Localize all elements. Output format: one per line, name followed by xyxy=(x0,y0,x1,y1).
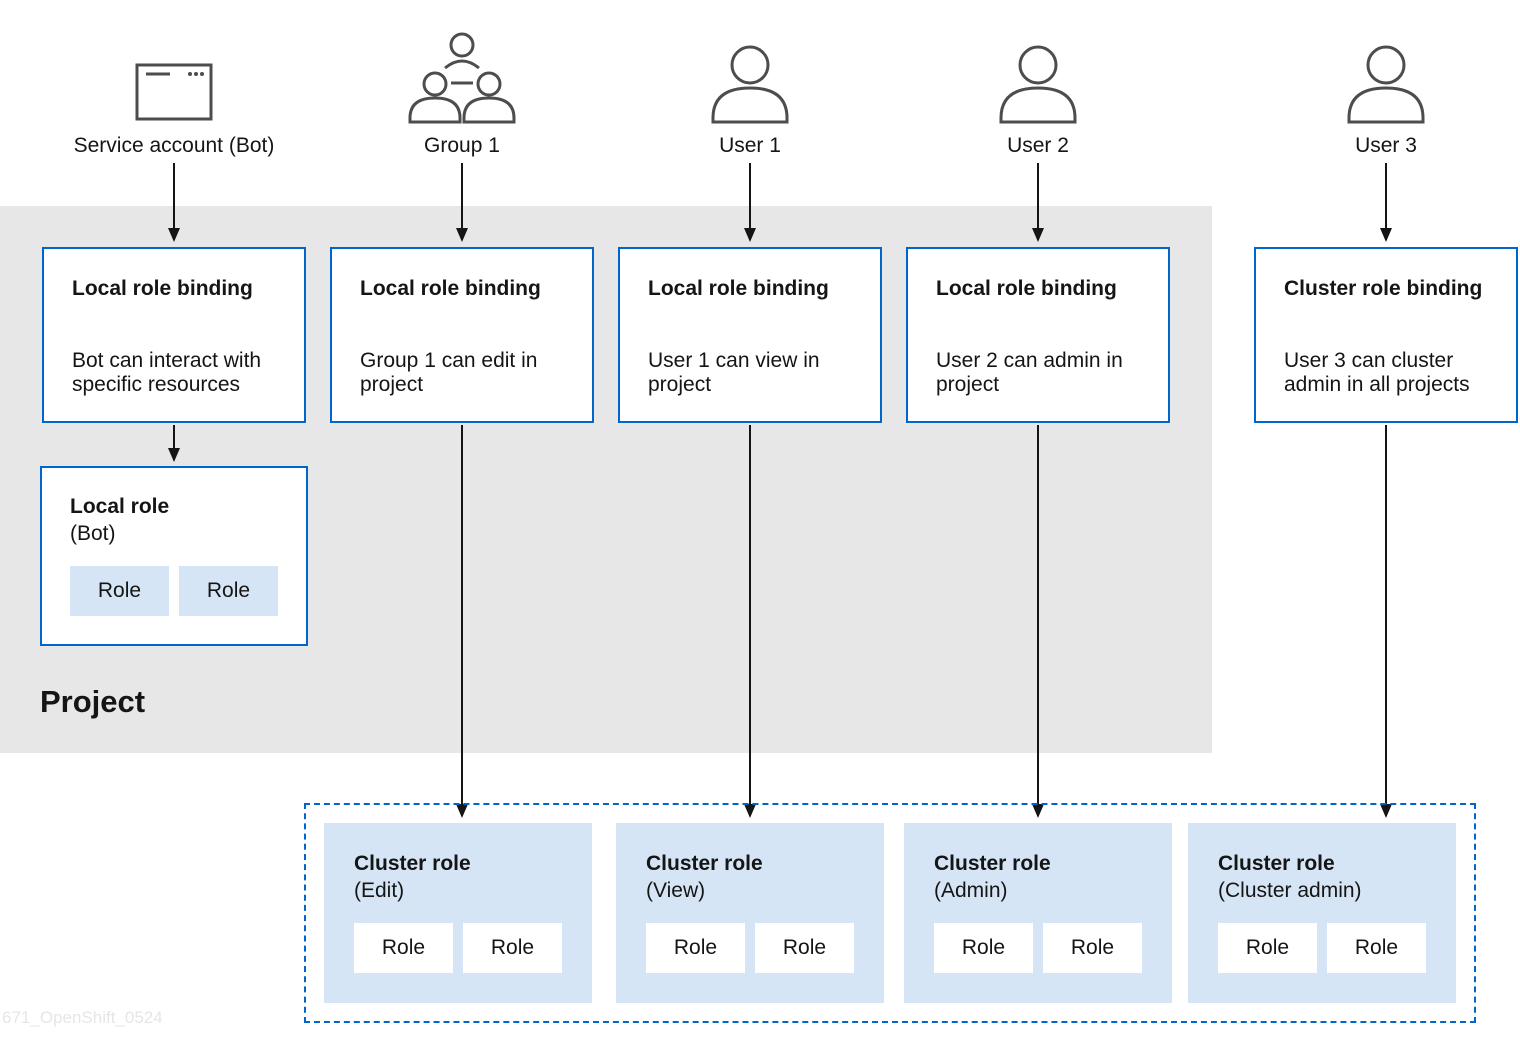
actor-user-3: User 3 xyxy=(1266,44,1506,157)
binding-title: Local role binding xyxy=(72,277,253,300)
window-icon xyxy=(135,63,213,121)
cluster-role-admin: Cluster role (Admin) Role Role xyxy=(904,823,1172,1003)
cluster-role-subtitle: (Cluster admin) xyxy=(1218,879,1362,902)
actor-user-2: User 2 xyxy=(918,44,1158,157)
binding-description: User 2 can admin in project xyxy=(936,349,1123,396)
role-chip: Role xyxy=(755,923,854,973)
cluster-role-edit: Cluster role (Edit) Role Role xyxy=(324,823,592,1003)
binding-description: User 1 can view in project xyxy=(648,349,820,396)
binding-user-1: Local role binding User 1 can view in pr… xyxy=(618,247,882,423)
cluster-role-cluster-admin: Cluster role (Cluster admin) Role Role xyxy=(1188,823,1456,1003)
binding-group-1: Local role binding Group 1 can edit in p… xyxy=(330,247,594,423)
binding-description: Group 1 can edit in project xyxy=(360,349,538,396)
role-chip: Role xyxy=(179,566,278,616)
local-role-subtitle: (Bot) xyxy=(70,522,116,545)
binding-title: Cluster role binding xyxy=(1284,277,1483,300)
binding-title: Local role binding xyxy=(648,277,829,300)
local-role-title: Local role xyxy=(70,495,170,518)
binding-title: Local role binding xyxy=(936,277,1117,300)
project-label: Project xyxy=(40,684,146,719)
binding-description: Bot can interact with specific resources xyxy=(72,349,262,396)
cluster-role-title: Cluster role xyxy=(934,852,1051,875)
binding-title: Local role binding xyxy=(360,277,541,300)
user-icon xyxy=(1347,45,1425,124)
user-icon xyxy=(711,45,789,124)
role-chip: Role xyxy=(463,923,562,973)
actor-label: User 2 xyxy=(1007,134,1069,157)
diagram-id-watermark: 671_OpenShift_0524 xyxy=(2,1008,163,1027)
actor-user-1: User 1 xyxy=(630,44,870,157)
cluster-roles-container xyxy=(304,803,1476,1023)
cluster-role-title: Cluster role xyxy=(1218,852,1335,875)
role-chip: Role xyxy=(1327,923,1426,973)
cluster-role-title: Cluster role xyxy=(646,852,763,875)
actor-label: Group 1 xyxy=(424,134,500,157)
actor-label: User 3 xyxy=(1355,134,1417,157)
cluster-role-subtitle: (View) xyxy=(646,879,706,902)
actor-group-1: Group 1 xyxy=(342,30,582,157)
cluster-role-view: Cluster role (View) Role Role xyxy=(616,823,884,1003)
binding-user-2: Local role binding User 2 can admin in p… xyxy=(906,247,1170,423)
role-chip: Role xyxy=(354,923,453,973)
binding-bot: Local role binding Bot can interact with… xyxy=(42,247,306,423)
cluster-role-subtitle: (Admin) xyxy=(934,879,1008,902)
role-chip: Role xyxy=(70,566,169,616)
role-chip: Role xyxy=(934,923,1033,973)
actor-service-account: Service account (Bot) xyxy=(54,58,294,157)
user-icon xyxy=(999,45,1077,124)
role-chip: Role xyxy=(646,923,745,973)
cluster-role-title: Cluster role xyxy=(354,852,471,875)
actor-label: Service account (Bot) xyxy=(73,134,275,157)
binding-user-3: Cluster role binding User 3 can cluster … xyxy=(1254,247,1518,423)
cluster-role-subtitle: (Edit) xyxy=(354,879,405,902)
actor-label: User 1 xyxy=(719,134,781,157)
role-chip: Role xyxy=(1043,923,1142,973)
group-icon xyxy=(408,32,516,124)
role-chip: Role xyxy=(1218,923,1317,973)
binding-description: User 3 can cluster admin in all projects xyxy=(1284,349,1470,396)
local-role-bot: Local role (Bot) Role Role xyxy=(40,466,308,646)
